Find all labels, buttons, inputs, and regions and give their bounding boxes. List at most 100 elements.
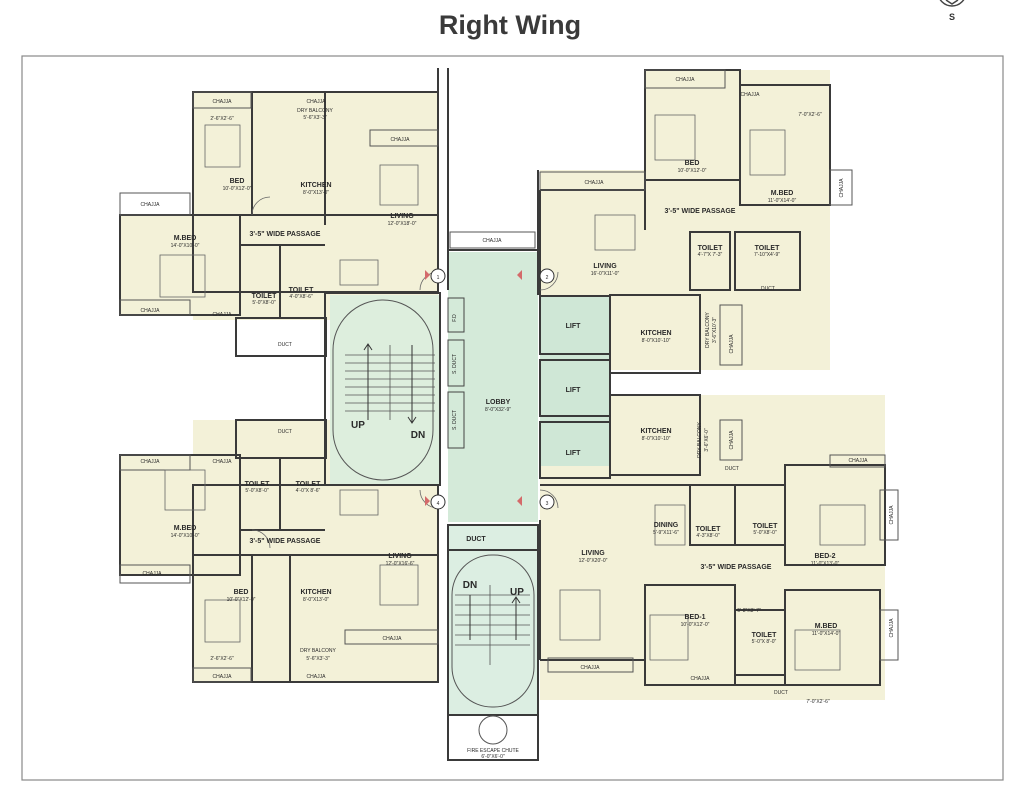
lobby-dim: 8'-0"X32'-9" bbox=[485, 407, 511, 413]
u2-chajja-5: CHAJJA bbox=[483, 238, 503, 244]
u4-kitchen: KITCHEN bbox=[300, 589, 331, 596]
u2-passage: 3'-5" WIDE PASSAGE bbox=[665, 208, 736, 215]
stair-2-up: UP bbox=[510, 587, 524, 598]
service-ducts bbox=[447, 297, 465, 449]
u4-dry-balcony-dim: 5'-6"X3'-3" bbox=[306, 656, 329, 662]
s-duct-1-label: S. DUCT bbox=[452, 354, 458, 374]
u3-kitchen: KITCHEN bbox=[640, 428, 671, 435]
fire-chute-dim: 6'-0"X6'-0" bbox=[481, 754, 504, 760]
u3-bed-2: BED-2 bbox=[814, 553, 835, 560]
u3-chajja-3: CHAJJA bbox=[889, 505, 895, 525]
u1-mbed-dim: 14'-0"X10'-0" bbox=[171, 243, 200, 249]
u2-living: LIVING bbox=[593, 263, 617, 270]
u4-mbed-dim: 14'-0"X10'-0" bbox=[171, 533, 200, 539]
u3-toilet-3: TOILET bbox=[752, 632, 777, 639]
stair-ovals bbox=[332, 299, 535, 708]
u3-toilet-2-dim: 5'-0"X8'-0" bbox=[753, 530, 776, 536]
u3-balcony-dim: 7'-0"X2'-6" bbox=[806, 699, 829, 705]
u4-balcony-dim: 2'-6"X2'-6" bbox=[210, 656, 233, 662]
walls bbox=[119, 68, 886, 761]
lobby-label: LOBBY bbox=[486, 399, 511, 406]
u4-chajja-4: CHAJJA bbox=[383, 636, 403, 642]
u3-kitchen-dim: 8'-0"X10'-10" bbox=[642, 436, 671, 442]
u3-chajja-2: CHAJJA bbox=[849, 458, 869, 464]
u2-chajja-6: CHAJJA bbox=[729, 334, 735, 354]
u1-chajja-3: CHAJJA bbox=[391, 137, 411, 143]
u1-toilet-2-dim: 4'-0"X8'-6" bbox=[289, 294, 312, 300]
u2-toilet-2: TOILET bbox=[755, 245, 780, 252]
u3-toilet-3-dim: 5'-0"X 8'-0" bbox=[752, 639, 777, 645]
labels: LIFT LIFT LIFT LOBBY 8'-0"X32'-9" UP DN … bbox=[141, 77, 895, 760]
u2-toilet-2-dim: 7'-10"X4'-9" bbox=[754, 252, 780, 258]
u2-mbed: M.BED bbox=[771, 190, 794, 197]
u3-living-dim: 12'-0"X20'-0" bbox=[579, 558, 608, 564]
fire-chute-icon bbox=[478, 715, 508, 745]
unit-number-3: 3 bbox=[546, 501, 549, 507]
furniture bbox=[159, 114, 866, 671]
u3-chajja-1: CHAJJA bbox=[729, 430, 735, 450]
u2-chajja-3: CHAJJA bbox=[839, 178, 845, 198]
u4-dry-balcony: DRY BALCONY bbox=[300, 648, 336, 654]
u3-dry-balcony: DRY BALCONY bbox=[697, 422, 703, 458]
u2-dry-balcony: DRY BALCONY bbox=[705, 312, 711, 348]
u1-bed: BED bbox=[230, 178, 245, 185]
plan-frame bbox=[21, 55, 1004, 781]
u2-kitchen-dim: 8'-0"X10'-10" bbox=[642, 338, 671, 344]
lift-1-label: LIFT bbox=[566, 323, 581, 330]
floor-areas bbox=[120, 70, 885, 700]
u1-chajja-5: CHAJJA bbox=[141, 308, 161, 314]
u3-duct-2: DUCT bbox=[774, 690, 788, 696]
u2-chajja-4: CHAJJA bbox=[585, 180, 605, 186]
stair-arrows bbox=[363, 343, 521, 640]
fire-chute-label: FIRE ESCAPE CHUTE bbox=[467, 748, 519, 754]
u2-dry-balcony-dim: 3'-6"X10'-3" bbox=[712, 317, 718, 343]
entry-triangles bbox=[425, 270, 522, 506]
u2-bed: BED bbox=[685, 160, 700, 167]
u1-toilet-1-dim: 5'-0"X8'-0" bbox=[252, 300, 275, 306]
u3-duct: DUCT bbox=[725, 466, 739, 472]
u1-living-dim: 12'-0"X18'-0" bbox=[388, 221, 417, 227]
u2-chajja-1: CHAJJA bbox=[676, 77, 696, 83]
u2-toilet-1-dim: 4'-7"X 7'-3" bbox=[698, 252, 723, 258]
u4-passage: 3'-5" WIDE PASSAGE bbox=[250, 538, 321, 545]
u2-kitchen: KITCHEN bbox=[640, 330, 671, 337]
u4-chajja-6: CHAJJA bbox=[307, 674, 327, 680]
u3-bed-1: BED-1 bbox=[684, 614, 705, 621]
stair-2-dn: DN bbox=[463, 580, 477, 591]
plan-title: Right Wing bbox=[438, 10, 582, 40]
u3-toilet-1-dim: 4'-3"X8'-0" bbox=[696, 533, 719, 539]
u4-living-dim: 12'-0"X16'-6" bbox=[386, 561, 415, 567]
fd-label: F.D bbox=[452, 314, 458, 322]
u1-toilet-1: TOILET bbox=[252, 293, 277, 300]
u2-balcony-dim: 7'-0"X2'-6" bbox=[798, 112, 821, 118]
u1-chajja-4: CHAJJA bbox=[141, 202, 161, 208]
u3-bed-2-dim: 11'-0"X13'-0" bbox=[811, 561, 840, 567]
core-duct-label: DUCT bbox=[466, 536, 486, 543]
u1-kitchen-dim: 8'-0"X13'-0" bbox=[303, 190, 329, 196]
u1-duct: DUCT bbox=[278, 342, 292, 348]
u4-kitchen-dim: 8'-0"X13'-0" bbox=[303, 597, 329, 603]
lift-2-label: LIFT bbox=[566, 387, 581, 394]
u3-toilet-1: TOILET bbox=[696, 526, 721, 533]
north-arrow-icon: S bbox=[939, 0, 965, 22]
u2-bed-dim: 10'-0"X12'-0" bbox=[678, 168, 707, 174]
u1-chajja-6: CHAJJA bbox=[213, 312, 233, 318]
u4-bed-dim: 10'-0"X12'-0" bbox=[227, 597, 256, 603]
u1-kitchen: KITCHEN bbox=[300, 182, 331, 189]
u4-toilet-1-dim: 5'-0"X8'-0" bbox=[245, 488, 268, 494]
u4-toilet-2: TOILET bbox=[296, 481, 321, 488]
stair-1-dn: DN bbox=[411, 430, 425, 441]
u3-dry-balcony-dim: 3'-6"X6'-0" bbox=[704, 428, 710, 451]
u3-chajja-4: CHAJJA bbox=[889, 618, 895, 638]
u3-small-dim: 5'-8"X3'-7" bbox=[737, 608, 760, 614]
u1-toilet-2: TOILET bbox=[289, 287, 314, 294]
u2-chajja-2: CHAJJA bbox=[741, 92, 761, 98]
u4-bed: BED bbox=[234, 589, 249, 596]
u2-toilet-1: TOILET bbox=[698, 245, 723, 252]
chajja-outlines bbox=[119, 69, 899, 683]
u1-bed-dim: 10'-0"X12'-0" bbox=[223, 186, 252, 192]
u2-mbed-dim: 11'-0"X14'-0" bbox=[768, 198, 797, 204]
u3-mbed: M.BED bbox=[815, 623, 838, 630]
u2-living-dim: 16'-0"X11'-0" bbox=[591, 271, 620, 277]
